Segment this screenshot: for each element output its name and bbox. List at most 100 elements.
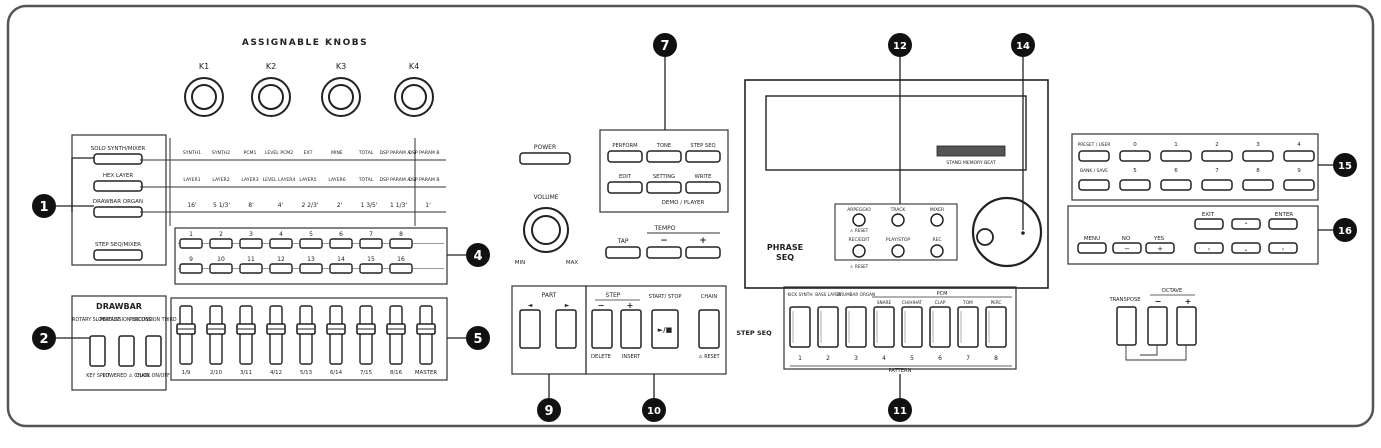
tap-button[interactable]: [605, 246, 641, 259]
knob-k4[interactable]: [394, 77, 434, 117]
part-button-6[interactable]: [329, 238, 353, 249]
cursor-left-button[interactable]: [1194, 242, 1224, 254]
tone-button[interactable]: [646, 150, 682, 163]
volume-max: MAX: [566, 260, 579, 266]
preset-key-6[interactable]: [1160, 179, 1192, 191]
preset-key-4[interactable]: [1283, 150, 1315, 162]
part-button-15[interactable]: [359, 263, 383, 274]
part-button-8[interactable]: [389, 238, 413, 249]
no-button[interactable]: [1112, 242, 1142, 254]
setting-button[interactable]: [646, 181, 682, 194]
power-button[interactable]: [519, 152, 571, 165]
knob-k1[interactable]: [184, 77, 224, 117]
preset-key-5[interactable]: [1119, 179, 1151, 191]
cursor-up-button[interactable]: [1231, 218, 1261, 230]
chain-button[interactable]: [698, 309, 720, 349]
part-left-button[interactable]: [519, 309, 541, 349]
part-button-10[interactable]: [209, 263, 233, 274]
demo-player-label: DEMO / PLAYER: [662, 200, 705, 206]
tempo-plus-button[interactable]: [685, 246, 721, 259]
knob-k3[interactable]: [321, 77, 361, 117]
step-pad-1[interactable]: [789, 306, 811, 348]
rotary-button[interactable]: [89, 335, 106, 367]
stepseq-mode-button[interactable]: [685, 150, 721, 163]
step-pad-5[interactable]: [901, 306, 923, 348]
data-dial[interactable]: [971, 196, 1043, 268]
step-seq-mixer-button[interactable]: [93, 249, 143, 261]
edit-button[interactable]: [607, 181, 643, 194]
step-minus-button[interactable]: [591, 309, 613, 349]
part-button-9[interactable]: [179, 263, 203, 274]
step-pad-2[interactable]: [817, 306, 839, 348]
lcd-screen: [765, 95, 1027, 171]
phrase-seq-label-line1: PHRASE: [767, 243, 803, 252]
preset-key-8[interactable]: [1242, 179, 1274, 191]
arpeggio-button[interactable]: [852, 213, 866, 227]
part-button-14[interactable]: [329, 263, 353, 274]
percussion-third-button[interactable]: [145, 335, 162, 367]
level-cell-3-6: 2': [337, 202, 343, 209]
svg-text:4: 4: [473, 249, 482, 264]
solo-synth-button[interactable]: [93, 153, 143, 165]
preset-key-0[interactable]: [1119, 150, 1151, 162]
step-pad-6[interactable]: [929, 306, 951, 348]
part-button-16[interactable]: [389, 263, 413, 274]
part-button-7[interactable]: [359, 238, 383, 249]
preset-key-2[interactable]: [1201, 150, 1233, 162]
part-number-label: 7: [369, 231, 373, 238]
rec-button[interactable]: [930, 244, 944, 258]
tempo-minus-button[interactable]: [646, 246, 682, 259]
part-button-4[interactable]: [269, 238, 293, 249]
part-right-button[interactable]: [555, 309, 577, 349]
preset-key-3[interactable]: [1242, 150, 1274, 162]
enter-button[interactable]: [1268, 218, 1298, 230]
step-pad-4[interactable]: [873, 306, 895, 348]
preset-key-7[interactable]: [1201, 179, 1233, 191]
step-plus-button[interactable]: [620, 309, 642, 349]
drawbar-section: DRAWBAR ROTARY SLOW/FAST PERCUSSION SECO…: [71, 295, 177, 391]
step-pad-7[interactable]: [957, 306, 979, 348]
part-button-1[interactable]: [179, 238, 203, 249]
part-button-3[interactable]: [239, 238, 263, 249]
preset-key-presetuser[interactable]: [1078, 150, 1110, 162]
step-plus-label: +: [627, 301, 634, 310]
hex-layer-button[interactable]: [93, 180, 143, 192]
octave-plus-button[interactable]: [1176, 306, 1197, 346]
part-button-12[interactable]: [269, 263, 293, 274]
preset-key-9[interactable]: [1283, 179, 1315, 191]
knob-k2[interactable]: [251, 77, 291, 117]
preset-key-banksave[interactable]: [1078, 179, 1110, 191]
callout-leaders: [56, 57, 1333, 398]
cursor-down-button[interactable]: [1231, 242, 1261, 254]
callout-5: 5: [466, 326, 490, 350]
rec-edit-button[interactable]: [852, 244, 866, 258]
perform-button[interactable]: [607, 150, 643, 163]
volume-knob[interactable]: [523, 207, 569, 253]
percussion-second-button[interactable]: [118, 335, 135, 367]
part-button-11[interactable]: [239, 263, 263, 274]
start-stop-button[interactable]: [651, 309, 679, 349]
exit-button[interactable]: [1194, 218, 1224, 230]
cursor-right-button[interactable]: [1268, 242, 1298, 254]
play-stop-button[interactable]: [891, 244, 905, 258]
part-button-2[interactable]: [209, 238, 233, 249]
slider-label: 6/14: [330, 370, 343, 376]
track-button[interactable]: [891, 213, 905, 227]
step-label: STEP: [606, 292, 621, 299]
part-button-13[interactable]: [299, 263, 323, 274]
drawbar-organ-button[interactable]: [93, 206, 143, 218]
step-pad-8[interactable]: [985, 306, 1007, 348]
yes-button[interactable]: [1145, 242, 1175, 254]
menu-button[interactable]: [1077, 242, 1107, 254]
write-button[interactable]: [685, 181, 721, 194]
preset-key-1[interactable]: [1160, 150, 1192, 162]
octave-minus-button[interactable]: [1147, 306, 1168, 346]
part-button-5[interactable]: [299, 238, 323, 249]
mixer-button[interactable]: [930, 213, 944, 227]
slider-label: 7/15: [360, 370, 372, 376]
lcd-status-text: STAND MEMORY BEAT: [946, 160, 995, 166]
transpose-button[interactable]: [1116, 306, 1137, 346]
step-pad-3[interactable]: [845, 306, 867, 348]
